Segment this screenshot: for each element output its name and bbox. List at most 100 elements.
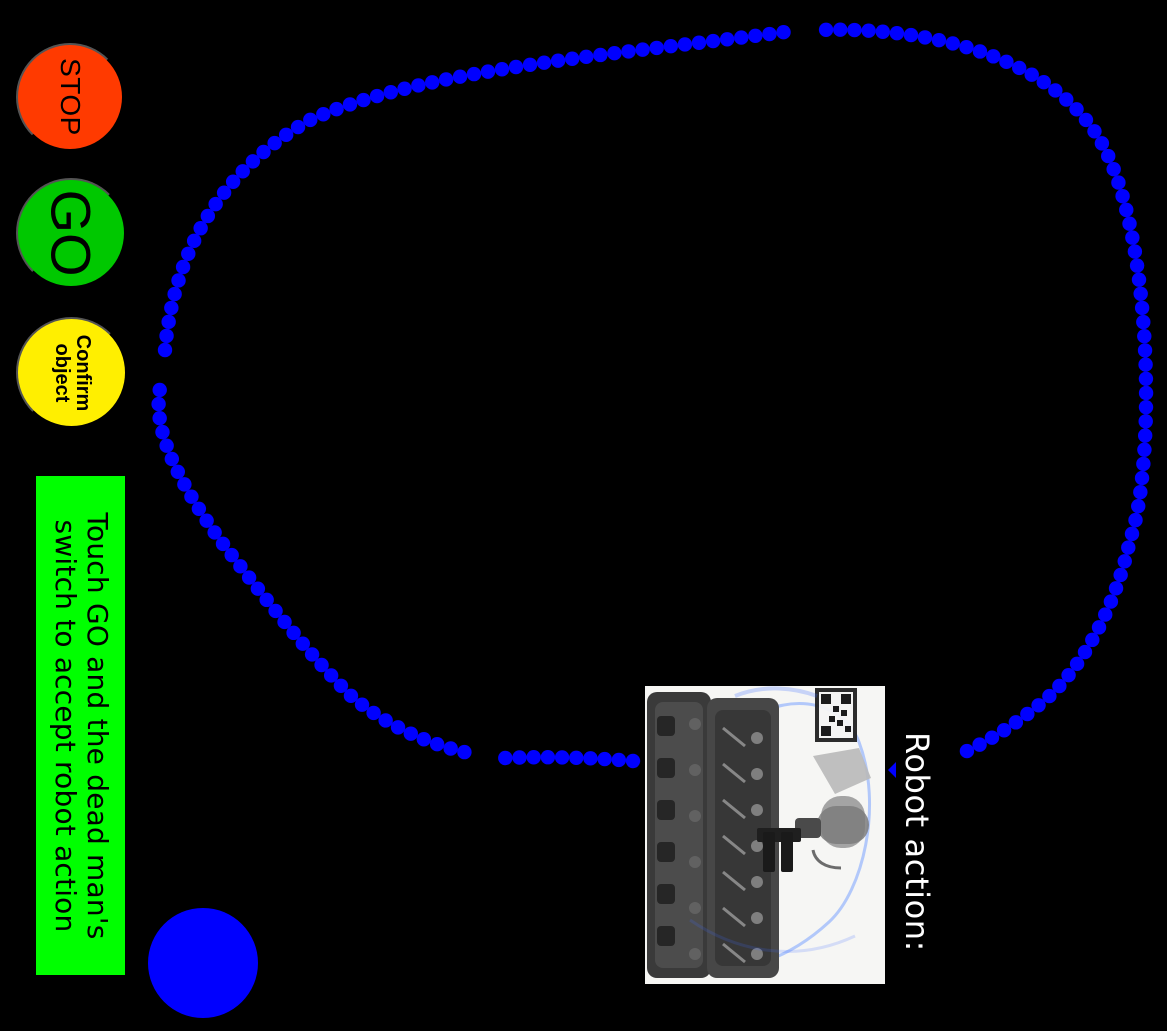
trajectory-dot: [611, 752, 627, 768]
trajectory-dot: [1008, 715, 1024, 730]
trajectory-dot: [959, 743, 975, 759]
trajectory-dot: [1101, 148, 1116, 164]
trajectory-dot: [1036, 75, 1051, 90]
trajectory-dot: [1091, 620, 1107, 635]
trajectory-dot: [1108, 581, 1124, 596]
trajectory-dot: [157, 342, 173, 358]
trajectory-dot: [457, 744, 472, 760]
trajectory-dot: [164, 300, 179, 316]
trajectory-dot: [597, 751, 612, 767]
trajectory-dot: [621, 44, 636, 59]
trajectory-dot: [1061, 668, 1076, 683]
trajectory-dot: [155, 424, 170, 440]
trajectory-dot: [705, 33, 721, 49]
trajectory-dot: [323, 668, 339, 683]
trajectory-dot: [762, 26, 777, 42]
trajectory-dot: [593, 47, 608, 63]
trajectory-dot: [1131, 272, 1147, 287]
trajectory-dot: [536, 55, 552, 70]
trajectory-dot: [245, 154, 261, 169]
trajectory-dot: [411, 78, 426, 93]
robot-preview: [645, 686, 885, 984]
trajectory-dot: [719, 32, 735, 47]
trajectory-dot: [1138, 371, 1154, 386]
trajectory-dot: [833, 22, 848, 37]
trajectory-dot: [224, 547, 239, 563]
robot-action-label: Robot action:: [895, 722, 939, 962]
trajectory-dot: [1031, 698, 1046, 713]
trajectory-dot: [1042, 688, 1057, 704]
robot-preview-image: [645, 686, 885, 984]
trajectory-dot: [1137, 442, 1152, 457]
go-button[interactable]: GO: [16, 178, 126, 288]
confirm-object-button[interactable]: Confirm object: [16, 317, 127, 428]
trajectory-dot: [354, 697, 370, 712]
trajectory-dot: [1059, 92, 1074, 107]
trajectory-dot: [635, 42, 650, 57]
trajectory-dot: [170, 464, 185, 479]
trajectory-dot: [984, 730, 1000, 745]
trajectory-dot: [438, 72, 454, 87]
trajectory-dot: [171, 273, 186, 288]
trajectory-dot: [583, 751, 598, 766]
trajectory-dot: [295, 636, 310, 651]
trajectory-dot: [304, 647, 320, 662]
trajectory-dot: [443, 741, 458, 756]
trajectory-dot: [607, 45, 622, 61]
trajectory-dot: [480, 64, 496, 79]
trajectory-dot: [508, 59, 524, 75]
trajectory-dot: [1134, 470, 1150, 486]
trajectory-dot: [540, 750, 556, 765]
trajectory-dot: [494, 62, 510, 77]
dead-mans-switch-indicator[interactable]: [148, 908, 258, 1018]
trajectory-dot: [1128, 512, 1143, 528]
trajectory-dot: [207, 525, 222, 540]
trajectory-dot: [425, 75, 440, 90]
go-button-label: GO: [40, 189, 103, 277]
robot-action-label-text: Robot action:: [898, 731, 936, 953]
trajectory-dot: [175, 259, 191, 275]
trajectory-dot: [466, 66, 482, 82]
trajectory-dot: [1085, 632, 1100, 648]
trajectory-dot: [1115, 188, 1130, 204]
trajectory-dot: [996, 723, 1012, 738]
trajectory-dot: [931, 32, 947, 48]
trajectory-dot: [663, 38, 679, 54]
trajectory-dot: [199, 513, 214, 528]
trajectory-dot: [184, 489, 199, 504]
trajectory-dot: [452, 69, 468, 84]
trajectory-dot: [512, 750, 527, 765]
trajectory-dot: [191, 501, 207, 516]
trajectory-dot: [522, 57, 538, 73]
trajectory-dot: [241, 570, 257, 585]
trajectory-dot: [1111, 175, 1126, 190]
trajectory-dot: [342, 97, 358, 112]
trajectory-dot: [1133, 484, 1148, 500]
trajectory-dot: [776, 24, 791, 40]
trajectory-dot: [861, 23, 876, 38]
trajectory-dot: [397, 81, 412, 96]
trajectory-dot: [186, 233, 202, 249]
trajectory-dot: [200, 208, 216, 224]
trajectory-dot: [167, 286, 182, 302]
stop-button[interactable]: STOP: [16, 43, 124, 151]
trajectory-dot: [748, 28, 763, 44]
trajectory-dot: [369, 88, 385, 104]
trajectory-dot: [1131, 498, 1146, 514]
trajectory-dot: [579, 49, 594, 65]
trajectory-dot: [181, 246, 196, 261]
trajectory-dot: [498, 750, 513, 766]
trajectory-dot: [390, 720, 406, 735]
trajectory-dot: [329, 101, 344, 117]
trajectory-dot: [193, 221, 208, 236]
trajectory-dot: [1138, 399, 1154, 415]
trajectory-dot: [875, 24, 890, 39]
trajectory-dot: [818, 22, 834, 37]
trajectory-dot: [1048, 83, 1063, 98]
trajectory-dot: [1137, 428, 1153, 443]
trajectory-dot: [152, 411, 167, 426]
trajectory-dot: [1069, 656, 1085, 672]
trajectory-dot: [1077, 644, 1093, 660]
trajectory-dot: [250, 581, 266, 596]
